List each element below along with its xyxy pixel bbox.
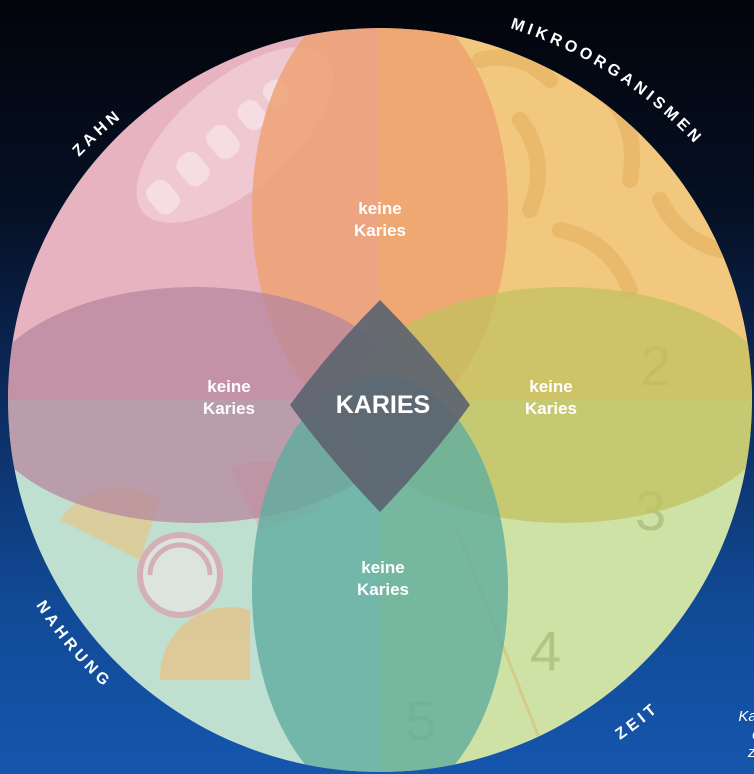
caption-line-2: diese bbox=[670, 726, 754, 744]
right-petal-text-2: Karies bbox=[525, 399, 577, 418]
caption: Karies en diese zusam bbox=[670, 708, 754, 762]
caption-line-3: zusam bbox=[670, 744, 754, 762]
right-petal-text-1: keine bbox=[529, 377, 572, 396]
left-petal-text-2: Karies bbox=[203, 399, 255, 418]
bottom-petal-text-1: keine bbox=[361, 558, 404, 577]
svg-text:4: 4 bbox=[530, 619, 561, 682]
bottom-petal-text-2: Karies bbox=[357, 580, 409, 599]
zeit-label: ZEIT bbox=[613, 699, 663, 743]
caption-line-1: Karies en bbox=[670, 708, 754, 726]
left-petal-text-1: keine bbox=[207, 377, 250, 396]
top-petal-text-1: keine bbox=[358, 199, 401, 218]
karies-center-text: KARIES bbox=[336, 391, 430, 419]
top-petal-text-2: Karies bbox=[354, 221, 406, 240]
